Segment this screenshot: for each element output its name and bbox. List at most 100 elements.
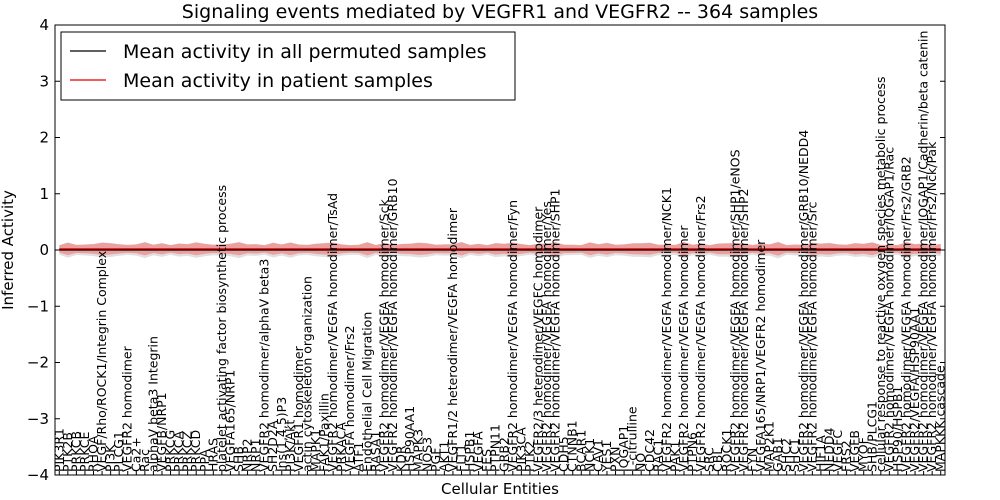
category-label: PGF bbox=[428, 448, 443, 472]
category-label: cellular response to reactive oxygen spe… bbox=[873, 76, 888, 472]
category-label: GRB2 bbox=[496, 437, 511, 472]
category-label: Rac bbox=[137, 449, 152, 472]
category-label: VEGFA165/NRP1/VEGFR2 homodimer bbox=[753, 239, 768, 472]
category-label: VEGFR2 homodimer/VEGFA homodimer/Sck bbox=[377, 199, 392, 472]
category-label: PRKCA bbox=[171, 431, 186, 472]
legend-patient-label: Mean activity in patient samples bbox=[123, 70, 433, 92]
category-label: NCK1 bbox=[582, 438, 597, 472]
category-label: BCAR1 bbox=[573, 430, 588, 472]
category-label: SHC1 bbox=[787, 438, 802, 472]
category-label: actin cytoskeleton organization bbox=[300, 276, 315, 472]
y-tick-label: 0 bbox=[39, 241, 49, 259]
category-label: PRKCG bbox=[163, 430, 178, 472]
category-label: FYN bbox=[745, 448, 760, 472]
category-label: VEGFR1 homodimer bbox=[291, 345, 306, 472]
y-tick-label: −3 bbox=[27, 410, 49, 428]
category-label: VEGFR2 homodimer bbox=[120, 345, 135, 472]
y-axis-label: Inferred Activity bbox=[0, 190, 17, 310]
y-tick-label: 1 bbox=[39, 185, 49, 203]
category-label: HSP90AA1 bbox=[402, 406, 417, 472]
y-tick-label: −4 bbox=[27, 466, 49, 484]
category-label: SHC2 bbox=[779, 438, 794, 472]
category-label: VEGFR2 homodimer/VEGFA homodimer bbox=[676, 225, 691, 472]
category-label: VEGFR2 homodimer/VEGFA homodimer/Fyn bbox=[505, 200, 520, 472]
category-label: PRKCD bbox=[188, 430, 203, 472]
category-label: VEGFR2 homodimer/VEGFA homodimer/IQGAP1/… bbox=[916, 31, 931, 472]
category-label: CTNNB1 bbox=[565, 420, 580, 472]
category-label: FLT1 bbox=[454, 444, 469, 472]
category-label: Endothelial Cell Migration bbox=[359, 312, 374, 472]
category-label: HRAS bbox=[205, 438, 220, 472]
category-label: MYOF bbox=[856, 437, 871, 472]
category-label: CBL bbox=[710, 448, 725, 472]
category-label: NO bbox=[633, 453, 648, 472]
category-label: PPA bbox=[197, 449, 212, 472]
y-tick-label: 4 bbox=[39, 16, 49, 34]
category-label: MAPK1 bbox=[308, 429, 323, 472]
category-label: PRKCE bbox=[77, 432, 92, 472]
category-label: AKT1 bbox=[436, 441, 451, 472]
category-label: L-citrulline bbox=[625, 406, 640, 472]
category-label: VEGFR2 homodimer/VEGFA homodimer/GRB10 bbox=[385, 178, 400, 472]
category-label: platelet activating factor biosynthetic … bbox=[214, 185, 229, 472]
category-label: VEGFR2 homodimer/VEGFA homodimer/SHP2 bbox=[736, 188, 751, 472]
legend-box bbox=[60, 31, 516, 101]
series-lines bbox=[59, 248, 941, 251]
category-label: PRKCZ bbox=[180, 431, 195, 472]
category-label: VEGFR2 homodimer/VEGFA homodimer/NCK1 bbox=[659, 187, 674, 472]
category-label: VEGFR2 homodimer/VEGFA homodimer/IQGAP1/… bbox=[881, 147, 896, 472]
category-label: CDH5 bbox=[556, 436, 571, 472]
category-label: VEGFR2 homodimer/VEGFA homodimer/Frs2/GR… bbox=[899, 156, 914, 472]
category-label: FES bbox=[479, 449, 494, 472]
category-label: NOS3 bbox=[419, 437, 434, 472]
legend-permuted-label: Mean activity in all permuted samples bbox=[123, 41, 486, 63]
category-label: VEGFR1/2 heterodimer/VEGFA homodimer bbox=[445, 207, 460, 472]
category-label: PRKACA bbox=[334, 422, 349, 472]
category-label: FAK1/Paxillin bbox=[317, 393, 332, 472]
category-label: CDC42 bbox=[642, 429, 657, 472]
category-label: SHB/PLCG1 bbox=[864, 401, 879, 472]
category-label: PTPN11 bbox=[488, 424, 503, 472]
category-label: VEGFR2 homodimer/alphaV beta3 bbox=[257, 259, 272, 472]
category-label: PTK2B bbox=[60, 432, 75, 472]
category-label: VEGFB/NRP1 bbox=[154, 392, 169, 472]
category-label: SHB bbox=[231, 446, 246, 472]
category-label: Ins(1,4,5)P3 bbox=[274, 397, 289, 472]
category-label: VEGFA homodimer/Frs2 bbox=[342, 325, 357, 472]
chart-title: Signaling events mediated by VEGFR1 and … bbox=[182, 1, 818, 23]
category-label: RASA1 bbox=[368, 431, 383, 472]
category-labels: PIK3R1PTK2BPRKCBPRKCERHOAVEGF/Rho/ROCK1/… bbox=[51, 31, 947, 473]
category-label: PI3K/Akt bbox=[282, 420, 297, 472]
category-label: MAPK3 bbox=[411, 429, 426, 472]
category-label: RHOA bbox=[86, 435, 101, 472]
category-label: VEGFR2 homodimer/VEGFA homodimer/SHP1/eN… bbox=[727, 149, 742, 472]
category-label: IQGAP1 bbox=[616, 425, 631, 472]
category-label: PLCG1 bbox=[111, 431, 126, 472]
category-label: GAB1 bbox=[770, 437, 785, 472]
category-label: VEGFR2 homodimer/VEGFA homodimer/TsAd bbox=[325, 193, 340, 472]
y-tick-label: −1 bbox=[27, 297, 49, 315]
y-tick-label: 2 bbox=[39, 129, 49, 147]
category-label: VEGFA bbox=[471, 431, 486, 472]
category-label: VEGFC bbox=[830, 430, 845, 472]
category-label: VEGFR2 homodimer/VEGFA homodimer/Frs2 bbox=[693, 195, 708, 472]
category-label: SH2D2A bbox=[265, 420, 280, 472]
category-label: NRP2 bbox=[240, 438, 255, 472]
category-label: VEGFR2 homodimer/VEGFA homodimer/Yes bbox=[539, 201, 554, 472]
x-axis-label: Cellular Entities bbox=[441, 480, 559, 498]
category-label: ROCK1 bbox=[719, 429, 734, 472]
category-label: NRP1 bbox=[248, 438, 263, 472]
category-label: VEGF/Rho/ROCK1/Integrin Complex bbox=[94, 251, 109, 472]
legend: Mean activity in all permuted samples Me… bbox=[60, 31, 516, 101]
category-label: HSPB1 bbox=[462, 431, 477, 472]
category-label: CAV1 bbox=[590, 439, 605, 472]
category-label: HSP90/HSPB1 bbox=[890, 386, 905, 472]
category-label: ATF1 bbox=[351, 442, 366, 472]
category-label: VEGFR2 homodimer/VEGFA homodimer/GRB10/N… bbox=[796, 130, 811, 472]
category-label: PAK1 bbox=[667, 441, 682, 472]
category-label: Ca2+ bbox=[128, 437, 143, 472]
category-label: PRKCB bbox=[68, 431, 83, 472]
category-label: FRS2 bbox=[839, 440, 854, 472]
